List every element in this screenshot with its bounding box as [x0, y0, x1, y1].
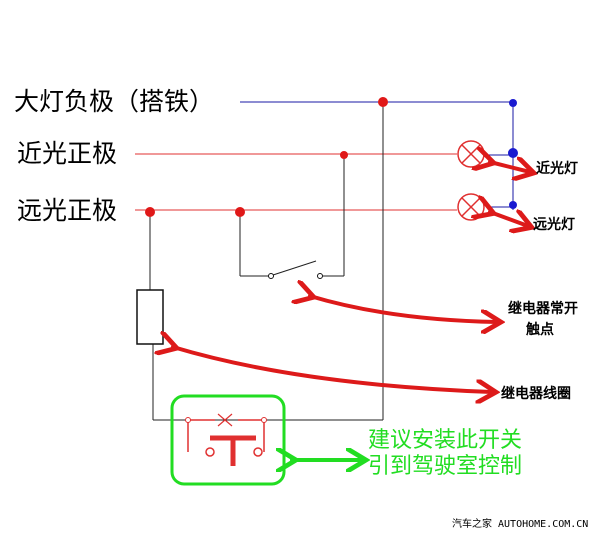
push-button-switch-icon — [170, 394, 286, 486]
suggestion-line2: 引到驾驶室控制 — [368, 454, 523, 479]
high-lamp-ground-dot — [509, 201, 517, 209]
relay-junction-dot — [235, 207, 245, 217]
low-lamp-arrow-icon — [490, 162, 530, 172]
high-beam-lamp-icon — [457, 193, 485, 221]
high-beam-lamp-label: 远光灯 — [533, 217, 575, 233]
low-beam-lamp-icon — [457, 140, 485, 168]
high-beam-junction-dot — [145, 207, 155, 217]
relay-coil-label: 继电器线圈 — [501, 386, 571, 402]
ground-junction-dot — [378, 97, 388, 107]
suggestion-line1: 建议安装此开关 — [368, 428, 523, 453]
watermark: 汽车之家 AUTOHOME.COM.CN — [452, 519, 589, 530]
relay-contact-right — [317, 273, 323, 279]
relay-contact-arrow-icon — [310, 296, 497, 322]
relay-coil-arrow-icon — [173, 347, 492, 392]
high-beam-positive-label: 远光正极 — [17, 196, 118, 225]
headlight-negative-label: 大灯负极（搭铁） — [14, 87, 215, 116]
relay-coil-icon — [136, 289, 164, 345]
ground-end-dot — [509, 99, 517, 107]
switch-highlight-box — [170, 394, 286, 486]
low-beam-lamp-label: 近光灯 — [536, 161, 578, 177]
relay-contact-left — [268, 273, 274, 279]
low-beam-junction-dot — [340, 151, 348, 159]
relay-contact-label-line1: 继电器常开 — [508, 301, 578, 317]
control-wiring — [149, 102, 384, 421]
high-lamp-arrow-icon — [490, 212, 528, 226]
low-lamp-ground-dot — [508, 148, 518, 158]
relay-contact-label-line2: 触点 — [526, 322, 554, 338]
low-beam-positive-label: 近光正极 — [17, 139, 118, 168]
